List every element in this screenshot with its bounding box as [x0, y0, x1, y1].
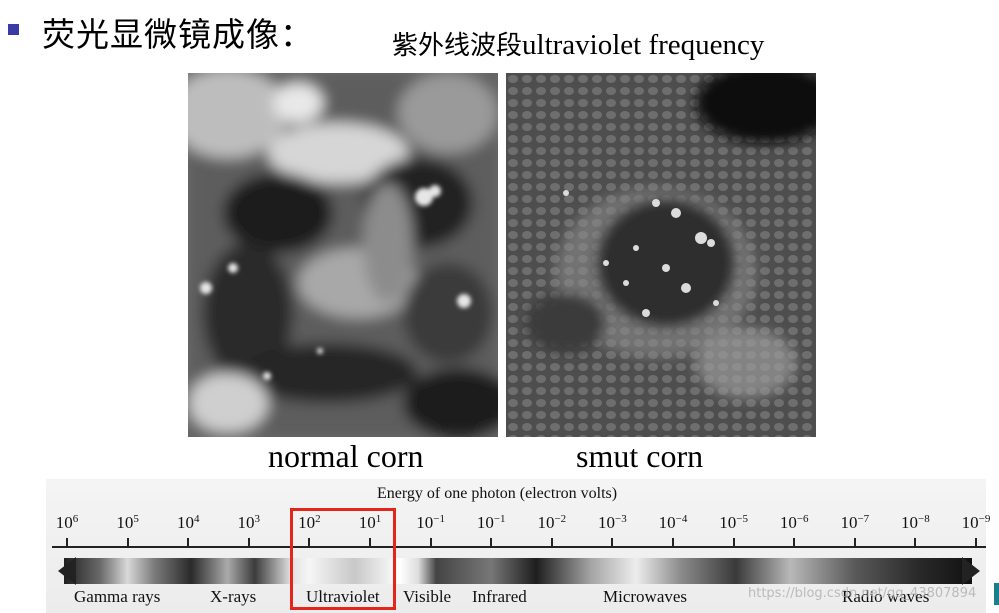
tick-base: 10	[358, 513, 376, 532]
tick-exponent: −1	[493, 513, 506, 525]
tick-base: 10	[237, 513, 255, 532]
energy-tick-label: 10−4	[659, 513, 688, 533]
bullet-square-icon	[8, 24, 19, 35]
energy-tick-label: 102	[298, 513, 321, 533]
energy-tick-mark	[66, 538, 68, 548]
smut-corn-caption: smut corn	[576, 438, 704, 474]
energy-tick-mark	[490, 538, 493, 548]
watermark: https://blog.csdn.net/qq_43807894	[748, 586, 977, 601]
smut-corn-micrograph	[506, 73, 816, 437]
region-x-rays: X-rays	[210, 587, 257, 606]
tick-base: 10	[55, 513, 73, 532]
region-ultraviolet: Ultraviolet	[306, 587, 380, 606]
region-visible: Visible	[403, 587, 452, 606]
energy-tick-label: 10−9	[962, 513, 991, 533]
tick-exponent: 2	[315, 513, 321, 525]
tick-base: 10	[961, 513, 979, 532]
subtitle-cn: 紫外线波段	[392, 31, 523, 61]
energy-tick-mark	[975, 538, 977, 548]
tick-base: 10	[476, 513, 494, 532]
energy-tick-label: 10−1	[477, 513, 506, 533]
energy-tick-label: 10−5	[719, 513, 748, 533]
energy-tick-label: 10−3	[598, 513, 627, 533]
tick-exponent: −2	[554, 513, 567, 525]
energy-tick-mark	[853, 538, 856, 548]
tick-base: 10	[176, 513, 194, 532]
spectrum-band	[64, 558, 972, 584]
energy-tick-label: 104	[177, 513, 200, 533]
energy-tick-label: 101	[359, 513, 382, 533]
region-radio-waves: Radio waves	[842, 587, 930, 606]
energy-tick-mark	[550, 538, 553, 548]
energy-tick-mark	[672, 538, 674, 548]
energy-tick-label: 10−7	[840, 513, 869, 533]
tick-exponent: −6	[796, 513, 809, 525]
tick-exponent: −7	[857, 513, 870, 525]
tick-base: 10	[537, 513, 555, 532]
ultraviolet-highlight-box	[290, 508, 396, 610]
tick-exponent: −5	[736, 513, 748, 525]
tick-base: 10	[840, 513, 858, 532]
normal-corn-caption: normal corn	[268, 438, 424, 474]
energy-tick-mark	[187, 538, 190, 548]
energy-tick-mark	[126, 538, 129, 548]
edge-marker	[994, 583, 999, 605]
subtitle-en: ultraviolet frequency	[522, 29, 765, 61]
energy-axis-title: Energy of one photon (electron volts)	[377, 485, 618, 502]
energy-tick-label: 10−6	[780, 513, 809, 533]
energy-tick-label: 103	[238, 513, 261, 533]
tick-exponent: 3	[254, 513, 261, 525]
tick-exponent: −3	[615, 513, 627, 525]
tick-exponent: −8	[918, 513, 930, 525]
energy-tick-mark	[308, 538, 311, 548]
energy-axis-line	[52, 546, 986, 548]
energy-tick-label: 105	[116, 513, 139, 533]
energy-tick-mark	[793, 538, 796, 548]
energy-tick-label: 10−8	[901, 513, 930, 533]
tick-base: 10	[658, 513, 676, 532]
tick-base: 10	[116, 513, 134, 532]
region-infrared: Infrared	[472, 587, 527, 606]
slide-subtitle: 紫外线波段ultraviolet frequency	[392, 25, 764, 62]
tick-exponent: −9	[978, 513, 991, 525]
tick-exponent: −1	[433, 513, 445, 525]
tick-exponent: 5	[133, 513, 139, 525]
slide-title: 荧光显微镜成像：	[42, 15, 314, 54]
tick-base: 10	[719, 513, 737, 532]
tick-exponent: 6	[72, 513, 79, 525]
arrow-left-icon	[58, 557, 76, 585]
region-microwaves: Microwaves	[603, 587, 688, 606]
energy-tick-mark	[429, 538, 432, 548]
energy-tick-mark	[914, 538, 917, 548]
region-gamma-rays: Gamma rays	[74, 587, 161, 606]
energy-tick-mark	[369, 538, 371, 548]
arrow-right-icon	[962, 557, 980, 585]
tick-exponent: −4	[675, 513, 688, 525]
energy-tick-label: 106	[56, 513, 79, 533]
normal-corn-micrograph	[188, 73, 498, 437]
tick-base: 10	[298, 513, 316, 532]
energy-tick-mark	[247, 538, 250, 548]
tick-base: 10	[779, 513, 797, 532]
energy-tick-label: 10−1	[416, 513, 445, 533]
energy-tick-mark	[732, 538, 735, 548]
tick-base: 10	[416, 513, 434, 532]
tick-base: 10	[598, 513, 616, 532]
tick-exponent: 1	[375, 513, 382, 525]
energy-tick-label: 10−2	[537, 513, 566, 533]
tick-exponent: 4	[193, 513, 200, 525]
tick-base: 10	[901, 513, 919, 532]
energy-tick-mark	[611, 538, 614, 548]
